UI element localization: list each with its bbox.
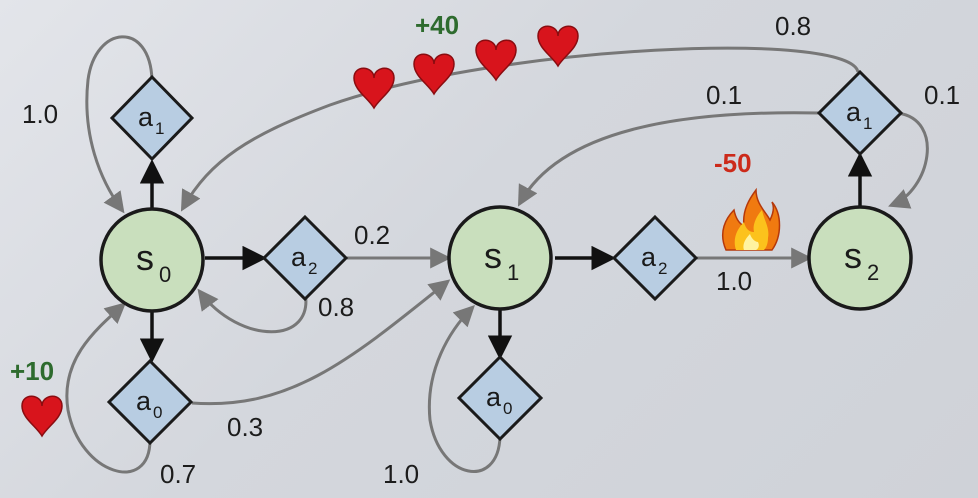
action-s2-a1: a 1	[816, 69, 904, 157]
arrow-s0-a0-to-s0	[65, 302, 152, 474]
state-s1-subscript: 1	[507, 260, 519, 285]
reward-plus10-label: +10	[10, 356, 54, 386]
transition-arrows	[65, 35, 929, 474]
reward-plus10: +10	[10, 356, 63, 437]
reward-minus50: -50	[714, 148, 781, 251]
heart-icon	[475, 39, 517, 81]
arrow-s1-a0-to-s1	[427, 305, 502, 473]
state-s1-label: s	[484, 235, 502, 276]
prob-s0-a0-to-s0: 0.7	[160, 459, 196, 489]
action-s0-a2: a 2	[261, 214, 349, 302]
action-s0-a2-label: a	[291, 242, 307, 272]
arrow-s2-a1-to-s2	[888, 111, 929, 209]
reward-plus40-label: +40	[415, 10, 459, 40]
prob-s2-a1-to-s2: 0.1	[924, 80, 960, 110]
arrow-s0-a2-to-s0	[197, 288, 308, 334]
action-s2-a1-label: a	[846, 97, 862, 127]
fire-icon	[722, 187, 781, 251]
action-s1-a0: a 0	[456, 354, 544, 442]
prob-s0-a0-to-s1: 0.3	[227, 412, 263, 442]
prob-s2-a1-to-s0: 0.8	[775, 11, 811, 41]
prob-s1-a0-to-s1: 1.0	[383, 459, 419, 489]
state-s2-label: s	[844, 235, 862, 276]
action-s0-a2-subscript: 2	[308, 259, 317, 278]
action-s0-a1-subscript: 1	[155, 119, 164, 138]
prob-s1-a2-to-s2: 1.0	[716, 266, 752, 296]
heart-icon	[413, 53, 455, 95]
arrow-s2-a1-to-s1	[517, 111, 821, 207]
action-s1-a0-label: a	[486, 382, 502, 412]
state-s2: s 2	[807, 205, 913, 311]
action-s0-a0-subscript: 0	[153, 403, 162, 422]
heart-icon	[21, 395, 63, 437]
prob-s0-a2-to-s1: 0.2	[354, 220, 390, 250]
state-s2-subscript: 2	[867, 260, 879, 285]
state-s1: s 1	[447, 205, 553, 311]
action-s1-a2-label: a	[641, 242, 657, 272]
action-s0-a1: a 1	[109, 74, 195, 162]
action-s2-a1-subscript: 1	[863, 114, 872, 133]
action-s1-a2: a 2	[611, 214, 699, 302]
state-s0-label: s	[136, 237, 154, 278]
arrow-s0-a0-to-s1	[191, 279, 451, 406]
prob-s0-a2-to-s0: 0.8	[318, 292, 354, 322]
state-s0-subscript: 0	[159, 262, 171, 287]
action-s0-a1-label: a	[138, 102, 154, 132]
action-s0-a0-label: a	[136, 386, 152, 416]
probability-labels: 1.0 0.2 0.8 0.3 0.7 1.0 1.0 0.8 0.1 0.1	[22, 11, 960, 489]
arrow-s2-a1-to-s0	[180, 46, 860, 212]
reward-plus40: +40	[353, 10, 579, 109]
action-s1-a2-subscript: 2	[658, 259, 667, 278]
state-s0: s 0	[99, 207, 205, 313]
prob-s0-a1-to-s0: 1.0	[22, 99, 58, 129]
prob-s2-a1-to-s1: 0.1	[706, 80, 742, 110]
action-arrows	[139, 152, 873, 363]
heart-icon	[353, 67, 395, 109]
action-s0-a0: a 0	[106, 358, 194, 446]
reward-minus50-label: -50	[714, 148, 752, 178]
action-s1-a0-subscript: 0	[503, 399, 512, 418]
arrow-s0-a1-to-s0	[85, 35, 154, 214]
